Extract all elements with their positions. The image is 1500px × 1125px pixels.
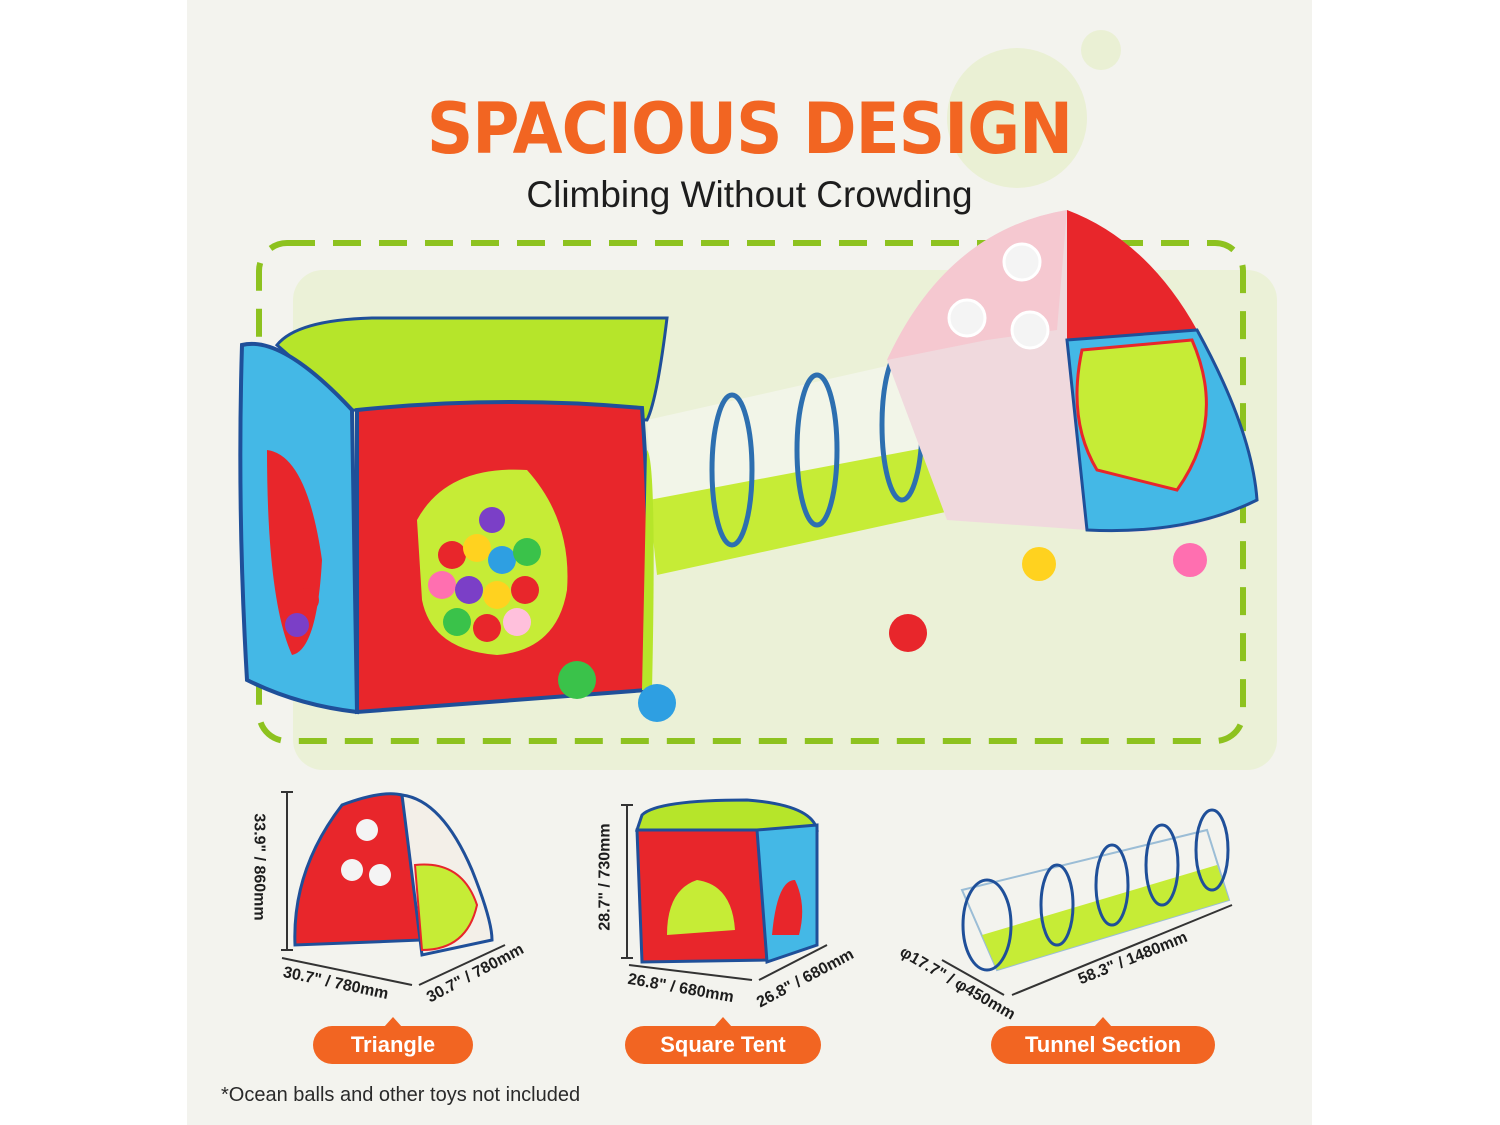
tunnel-thumb — [960, 808, 1231, 972]
tunnel-section-label-pill: Tunnel Section — [991, 1017, 1215, 1064]
triangle-height-label: 33.9" / 860mm — [250, 813, 268, 921]
square-tent-label-pill: Square Tent — [625, 1017, 821, 1064]
ball-pink — [1173, 543, 1207, 577]
page-title: SPACIOUS DESIGN — [426, 88, 1073, 170]
decor-circle-small — [1081, 30, 1121, 70]
ball-yellow — [1022, 547, 1056, 581]
main-square-tent — [238, 316, 669, 715]
triangle-label-pill: Triangle — [313, 1017, 473, 1064]
triangle-tent-thumb — [293, 792, 494, 957]
dashed-frame — [256, 240, 1246, 744]
square-tent-thumb — [634, 798, 819, 965]
ball-pile — [285, 507, 541, 642]
dimension-lines — [281, 791, 1233, 996]
ball-blue — [638, 684, 676, 722]
main-triangle-tent — [887, 210, 1259, 533]
ball-green — [558, 661, 596, 699]
product-illustration — [238, 210, 1277, 996]
decor-circle-large — [947, 48, 1087, 188]
footnote: *Ocean balls and other toys not included — [221, 1084, 581, 1106]
page-subtitle: Climbing Without Crowding — [526, 174, 973, 215]
square-height-label: 28.7" / 730mm — [596, 823, 614, 931]
ball-red — [889, 614, 927, 652]
product-panel: SPACIOUS DESIGN Climbing Without Crowdin… — [187, 0, 1312, 1125]
